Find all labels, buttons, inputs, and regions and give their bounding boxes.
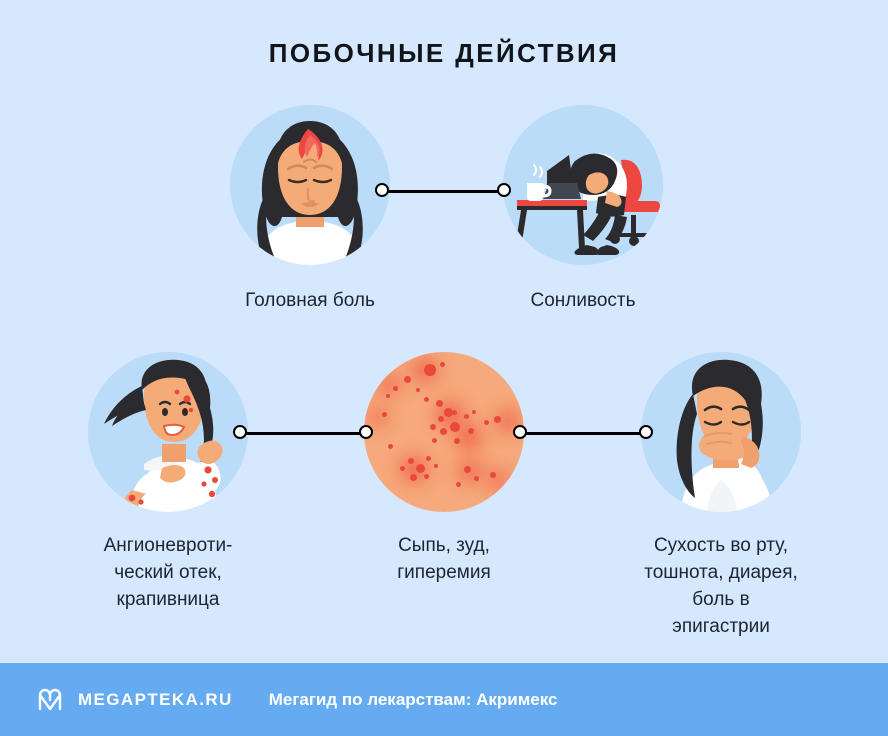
connector-dot-right bbox=[359, 425, 373, 439]
rash-spot bbox=[464, 466, 471, 473]
rash-spot bbox=[424, 474, 429, 479]
connector-urticaria-rash bbox=[233, 425, 373, 441]
skin-rash-closeup-icon bbox=[364, 352, 524, 512]
footer-bar: MEGAPTEKA.RU Мегагид по лекарствам: Акри… bbox=[0, 663, 888, 736]
rash-spot bbox=[450, 422, 460, 432]
footer-brand: MEGAPTEKA.RU bbox=[78, 689, 233, 709]
connector-line bbox=[520, 432, 646, 435]
connector-dot-left bbox=[513, 425, 527, 439]
rash-spot bbox=[490, 472, 496, 478]
connector-rash-nausea bbox=[513, 425, 653, 441]
connector-headache-drowsiness bbox=[375, 183, 511, 199]
connector-dot-left bbox=[233, 425, 247, 439]
connector-dot-left bbox=[375, 183, 389, 197]
effect-label: Сухость во рту, тошнота, диарея, боль в … bbox=[644, 535, 798, 637]
rash-spot bbox=[426, 456, 431, 461]
urticaria-scratching-woman-icon bbox=[88, 352, 248, 512]
rash-spot bbox=[432, 438, 437, 443]
rash-spot bbox=[400, 466, 405, 471]
effect-item-rash: Сыпь, зуд, гиперемия bbox=[364, 352, 524, 586]
rash-spot bbox=[464, 414, 469, 419]
rash-spot bbox=[436, 400, 443, 407]
rash-spot bbox=[484, 420, 489, 425]
connector-dot-right bbox=[497, 183, 511, 197]
connector-line bbox=[382, 190, 504, 193]
rash-spot bbox=[440, 428, 447, 435]
rash-spot bbox=[416, 464, 425, 473]
effect-item-drowsiness: Сонливость bbox=[503, 105, 663, 314]
connector-line bbox=[240, 432, 366, 435]
rash-spot bbox=[408, 458, 414, 464]
rash-spot bbox=[456, 482, 461, 487]
rash-spot bbox=[410, 474, 417, 481]
effect-label: Ангионевроти- ческий отек, крапивница bbox=[103, 535, 233, 610]
connector-dot-right bbox=[639, 425, 653, 439]
effect-label: Головная боль bbox=[245, 290, 375, 311]
rash-spot bbox=[472, 410, 476, 414]
rash-spot bbox=[444, 408, 453, 417]
rash-spot bbox=[388, 444, 393, 449]
effect-label: Сыпь, зуд, гиперемия bbox=[397, 535, 491, 583]
rash-spot bbox=[424, 397, 429, 402]
rash-spot bbox=[454, 438, 460, 444]
rash-blob bbox=[369, 408, 387, 426]
footer-caption: Мегагид по лекарствам: Акримекс bbox=[268, 689, 558, 709]
rash-spot bbox=[430, 424, 436, 430]
rash-spot bbox=[474, 476, 479, 481]
rash-spot bbox=[468, 428, 474, 434]
effect-item-headache: Головная боль bbox=[230, 105, 390, 314]
rash-spot bbox=[440, 362, 445, 367]
nausea-hand-over-mouth-woman-icon bbox=[641, 352, 801, 512]
headache-woman-icon bbox=[230, 105, 390, 265]
effect-label: Сонливость bbox=[530, 290, 636, 311]
rash-spot bbox=[438, 416, 444, 422]
rash-spot bbox=[404, 376, 411, 383]
effect-item-nausea: Сухость во рту, тошнота, диарея, боль в … bbox=[641, 352, 801, 640]
megapteka-m-logo-icon bbox=[36, 685, 66, 715]
rash-spot bbox=[416, 388, 420, 392]
drowsiness-desk-sleep-icon bbox=[503, 105, 663, 265]
rash-spot bbox=[452, 410, 457, 415]
page-title: ПОБОЧНЫЕ ДЕЙСТВИЯ bbox=[268, 38, 620, 68]
rash-spot bbox=[434, 464, 438, 468]
rash-spot bbox=[424, 364, 436, 376]
rash-blob bbox=[378, 374, 400, 394]
effect-item-urticaria: Ангионевроти- ческий отек, крапивница bbox=[88, 352, 248, 613]
rash-spot bbox=[494, 416, 501, 423]
rash-spot bbox=[386, 394, 390, 398]
effects-row-1: Головная боль bbox=[0, 105, 888, 330]
rash-spot bbox=[393, 386, 398, 391]
effects-row-2: Ангионевроти- ческий отек, крапивница bbox=[0, 352, 888, 637]
rash-spot bbox=[382, 412, 387, 417]
